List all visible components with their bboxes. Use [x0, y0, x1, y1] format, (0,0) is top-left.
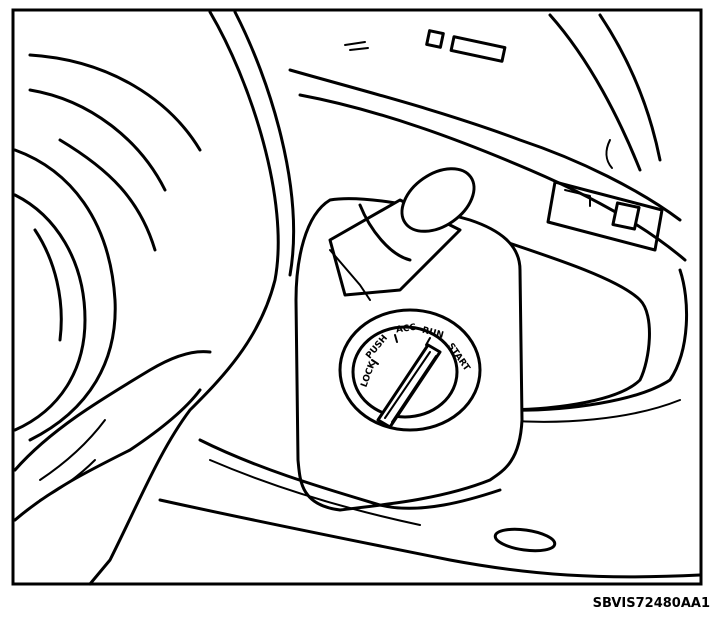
- steering-wheel: [13, 10, 296, 586]
- label-acc: ACC: [395, 323, 417, 336]
- wiper-lever: [328, 167, 476, 301]
- figure-frame: [11, 8, 703, 586]
- figure-code: SBVIS72480AA1: [592, 596, 710, 611]
- dashboard-panel: [288, 13, 688, 423]
- ignition-key-cylinder: LOCK PUSH ACC RUN START: [338, 308, 482, 432]
